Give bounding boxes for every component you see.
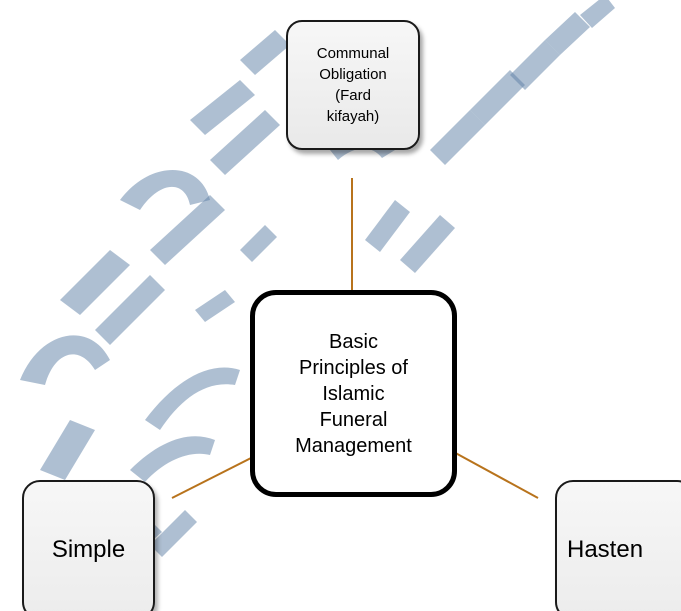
connector-center-to-right: [449, 449, 539, 499]
node-simple-label: Simple: [51, 536, 126, 563]
node-hasten-label: Hasten: [567, 536, 644, 563]
node-communal-obligation-label: Communal Obligation (Fard kifayah): [316, 45, 390, 125]
node-communal-obligation: Communal Obligation (Fard kifayah): [286, 20, 420, 150]
node-basic-principles-label: Basic Principles of Islamic Funeral Mana…: [295, 330, 412, 457]
node-basic-principles: Basic Principles of Islamic Funeral Mana…: [250, 290, 457, 497]
connector-center-to-left: [171, 454, 258, 499]
node-hasten: Hasten: [555, 480, 681, 611]
node-simple: Simple: [22, 480, 155, 611]
